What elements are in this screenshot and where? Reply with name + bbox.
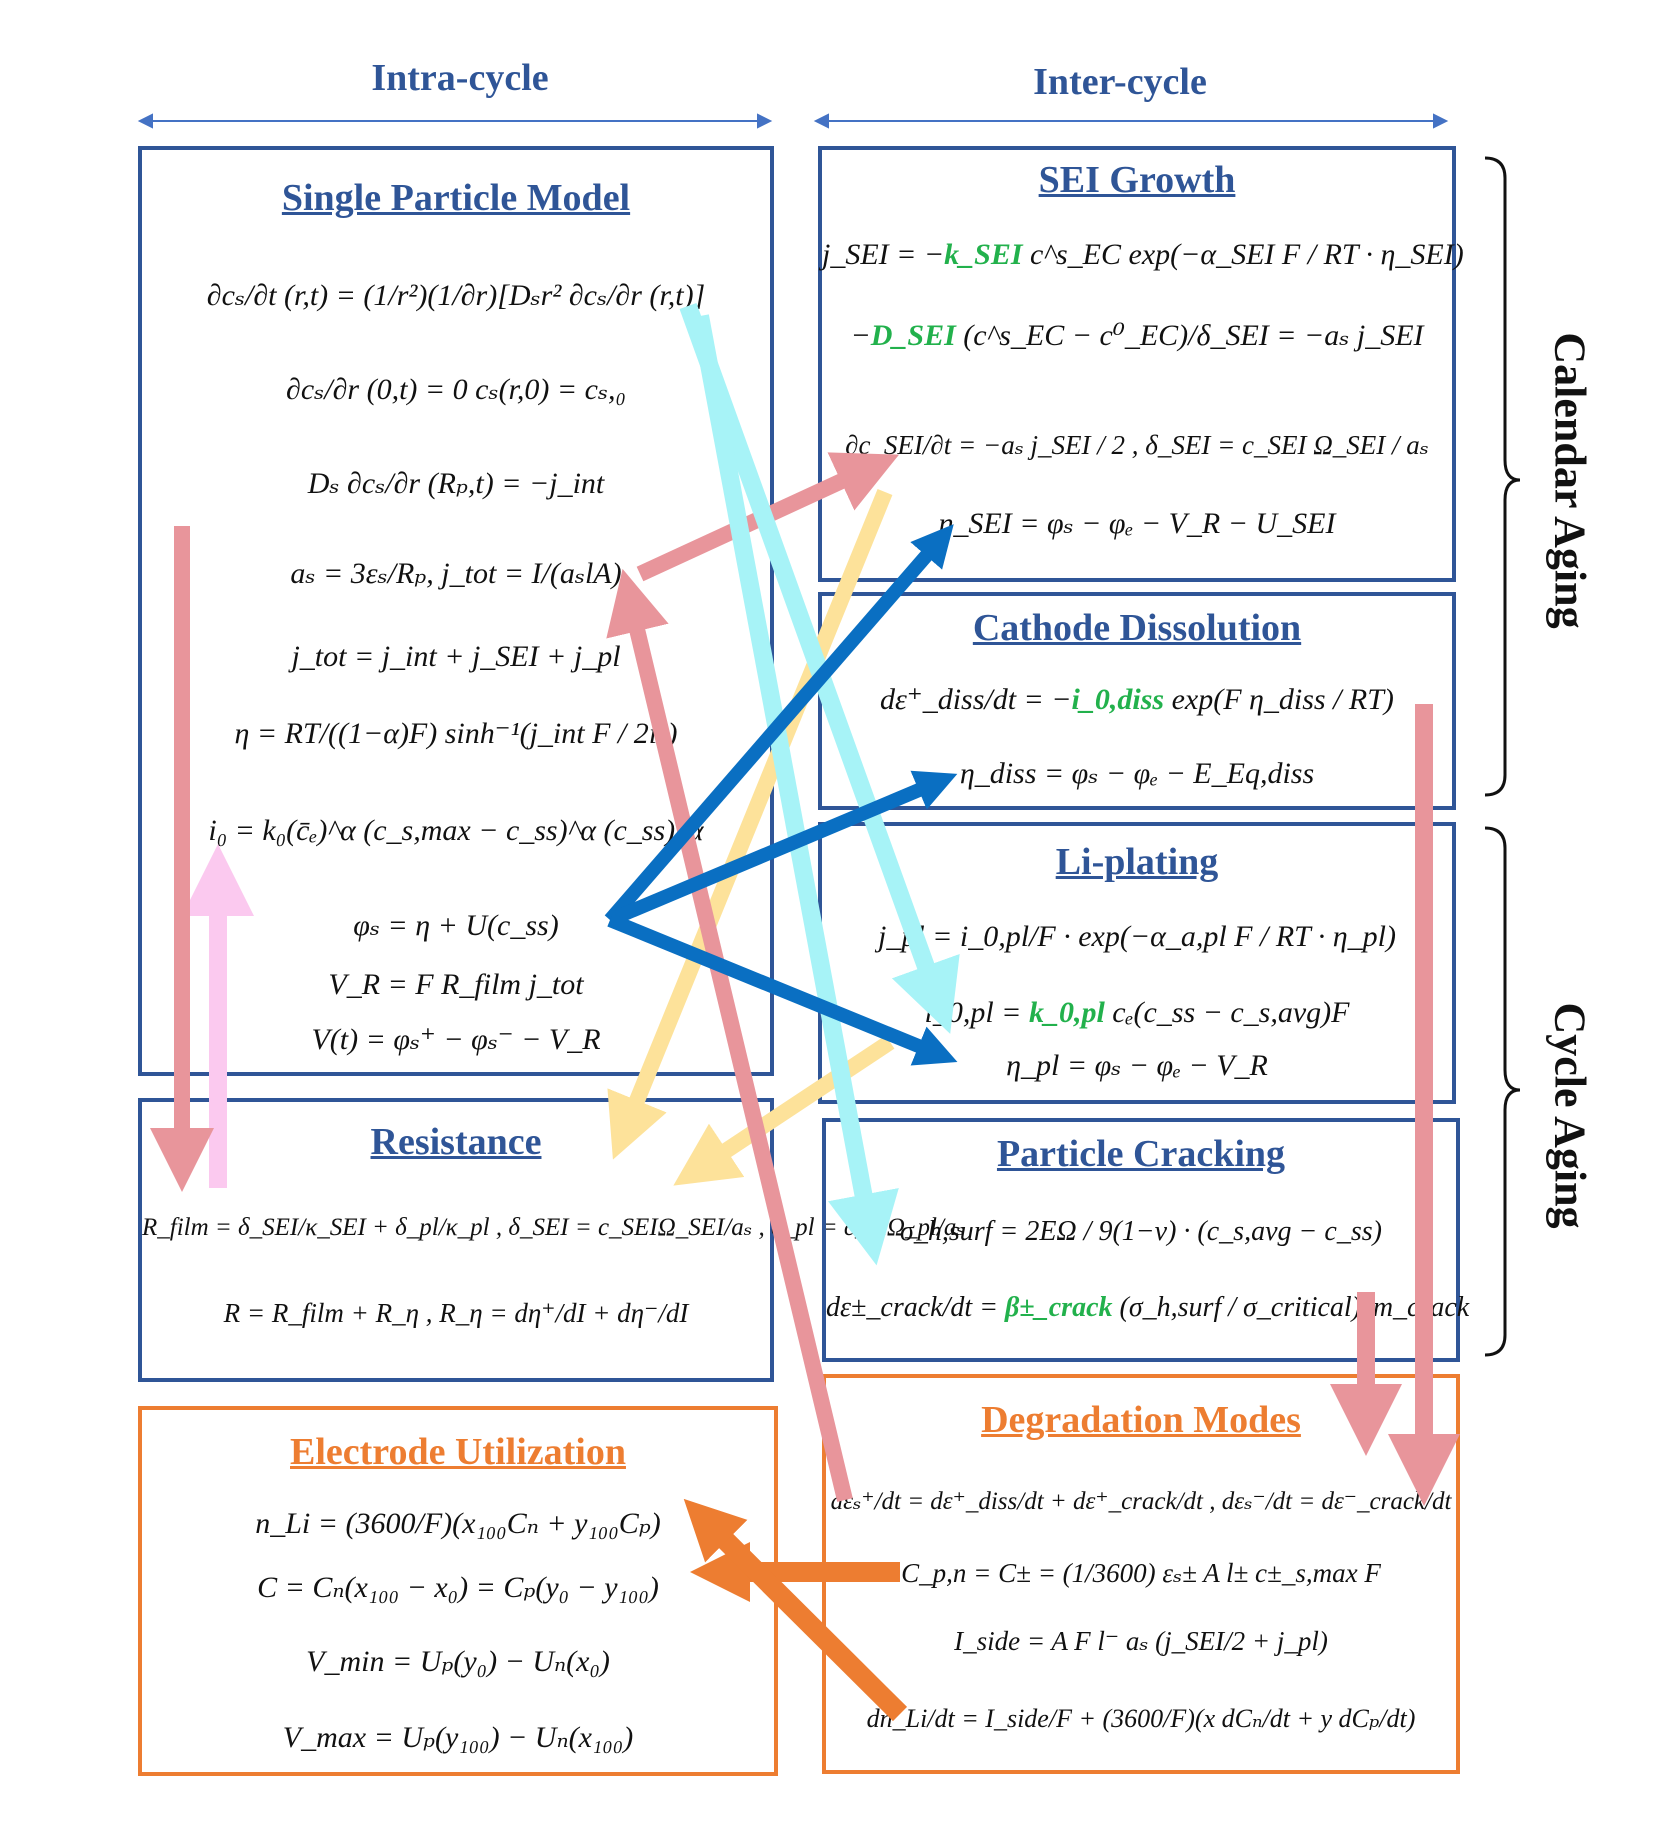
spm-eq-phi: φₛ = η + U(c_ss)	[353, 909, 559, 942]
electrode-title: Electrode Utilization	[290, 1431, 626, 1473]
calendar-aging-label: Calendar Aging	[1545, 332, 1595, 629]
electrode-eq-vmin: V_min = Uₚ(y₀) − Uₙ(x₀)	[306, 1645, 610, 1678]
cathode-title: Cathode Dissolution	[972, 607, 1302, 649]
calendar-brace	[1484, 156, 1521, 797]
sei-eq-jsei: j_SEI = −k_SEI c^s_EC exp(−α_SEI F / RT …	[822, 238, 1464, 271]
electrode-eq-capacity: C = Cₙ(x₁₀₀ − x₀) = Cₚ(y₀ − y₁₀₀)	[257, 1571, 659, 1604]
degradation-modes-box: Degradation Modes dεₛ⁺/dt = dε⁺_diss/dt …	[822, 1374, 1460, 1774]
liplating-eq-jpl: j_pl = i_0,pl/F · exp(−α_a,pl F / RT · η…	[877, 920, 1397, 953]
sei-title: SEI Growth	[1038, 159, 1236, 201]
sei-eq-overpotential: η_SEI = φₛ − φₑ − V_R − U_SEI	[938, 507, 1336, 540]
particle-cracking-box: Particle Cracking σ_h,surf = 2EΩ / 9(1−ν…	[822, 1118, 1470, 1362]
sei-eq-growth-rate: ∂c_SEI/∂t = −aₛ j_SEI / 2 , δ_SEI = c_SE…	[845, 430, 1429, 460]
spm-eq-vr: V_R = F R_film j_tot	[328, 968, 584, 1001]
sei-growth-box: SEI Growth j_SEI = −k_SEI c^s_EC exp(−α_…	[818, 146, 1464, 582]
resistance-eq-total: R = R_film + R_η , R_η = dη⁺/dI + dη⁻/dI	[223, 1298, 689, 1328]
spm-eq-jtot-sum: j_tot = j_int + j_SEI + j_pl	[291, 640, 621, 673]
liplating-eq-i0pl: i_0,pl = k_0,pl cₑ(c_ss − c_s,avg)F	[924, 996, 1350, 1029]
li-plating-box: Li-plating j_pl = i_0,pl/F · exp(−α_a,pl…	[818, 822, 1456, 1104]
cathode-dissolution-box: Cathode Dissolution dε⁺_diss/dt = −i_0,d…	[818, 592, 1456, 810]
cracking-title: Particle Cracking	[996, 1133, 1286, 1175]
resistance-eq-film: R_film = δ_SEI/κ_SEI + δ_pl/κ_pl , δ_SEI…	[142, 1214, 965, 1241]
electrode-eq-nli: n_Li = (3600/F)(x₁₀₀Cₙ + y₁₀₀Cₚ)	[255, 1507, 661, 1540]
electrode-utilization-box: Electrode Utilization n_Li = (3600/F)(x₁…	[138, 1406, 778, 1776]
degradation-title: Degradation Modes	[981, 1399, 1301, 1441]
electrode-eq-vmax: V_max = Uₚ(y₁₀₀) − Uₙ(x₁₀₀)	[282, 1721, 634, 1754]
degradation-eq-iside: I_side = A F l⁻ aₛ (j_SEI/2 + j_pl)	[954, 1626, 1328, 1656]
single-particle-model-box: Single Particle Model ∂cₛ/∂t (r,t) = (1/…	[138, 146, 774, 1076]
resistance-box: Resistance R_film = δ_SEI/κ_SEI + δ_pl/κ…	[138, 1098, 965, 1382]
degradation-eq-eps: dεₛ⁺/dt = dε⁺_diss/dt + dε⁺_crack/dt , d…	[830, 1488, 1452, 1515]
spm-eq-butler-volmer: η = RT/((1−α)F) sinh⁻¹(j_int F / 2i₀)	[234, 717, 678, 750]
cathode-eq-overpotential: η_diss = φₛ − φₑ − E_Eq,diss	[959, 757, 1315, 790]
cracking-eq-stress: σ_h,surf = 2EΩ / 9(1−ν) · (c_s,avg − c_s…	[900, 1216, 1382, 1247]
liplating-title: Li-plating	[1055, 841, 1219, 883]
cathode-eq-rate: dε⁺_diss/dt = −i_0,diss exp(F η_diss / R…	[880, 683, 1394, 716]
resistance-title: Resistance	[370, 1121, 542, 1163]
sei-eq-diffusion: −D_SEI (c^s_EC − c⁰_EC)/δ_SEI = −aₛ j_SE…	[850, 319, 1424, 352]
inter-cycle-header: Inter-cycle	[1033, 61, 1207, 103]
spm-title: Single Particle Model	[281, 177, 631, 219]
liplating-eq-overpotential: η_pl = φₛ − φₑ − V_R	[1006, 1049, 1268, 1082]
spm-eq-exchange-current: i₀ = k₀(c̄ₑ)^α (c_s,max − c_ss)^α (c_ss)…	[208, 814, 704, 847]
spm-eq-boundary: ∂cₛ/∂r (0,t) = 0 cₛ(r,0) = cₛ,₀	[286, 373, 626, 406]
cycle-aging-label: Cycle Aging	[1545, 1002, 1595, 1229]
cycle-brace	[1484, 826, 1521, 1357]
degradation-eq-capacity: C_p,n = C± = (1/3600) εₛ± A l± c±_s,max …	[901, 1558, 1381, 1588]
spm-eq-diffusion: ∂cₛ/∂t (r,t) = (1/r²)(1/∂r)[Dₛr² ∂cₛ/∂r …	[206, 279, 706, 312]
spm-eq-flux: Dₛ ∂cₛ/∂r (Rₚ,t) = −j_int	[307, 467, 605, 500]
degradation-eq-nli: dn_Li/dt = I_side/F + (3600/F)(x dCₙ/dt …	[866, 1704, 1416, 1733]
spm-eq-as-jtot: aₛ = 3εₛ/Rₚ, j_tot = I/(aₛlA)	[290, 557, 622, 590]
spm-eq-voltage: V(t) = φₛ⁺ − φₛ⁻ − V_R	[311, 1023, 601, 1056]
cracking-eq-rate: dε±_crack/dt = β±_crack (σ_h,surf / σ_cr…	[826, 1292, 1470, 1323]
intra-cycle-header: Intra-cycle	[371, 57, 549, 99]
